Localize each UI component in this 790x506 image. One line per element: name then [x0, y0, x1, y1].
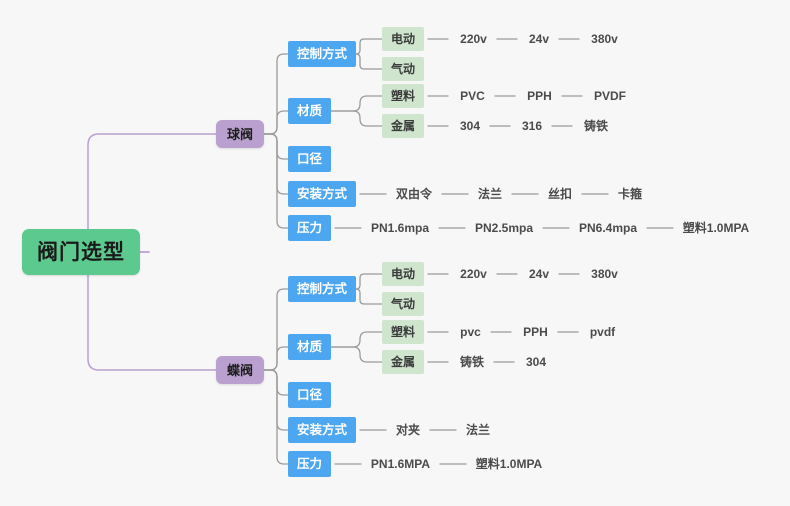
leaf-node[interactable]: pvc [460, 325, 481, 339]
leaf-node[interactable]: 380v [591, 267, 618, 281]
category-node-蝶阀-口径[interactable]: 口径 [288, 382, 331, 408]
leaf-node[interactable]: PPH [523, 325, 548, 339]
category-node-蝶阀-压力[interactable]: 压力 [288, 451, 331, 477]
leaf-node[interactable]: 380v [591, 32, 618, 46]
branch-node-球阀[interactable]: 球阀 [216, 120, 264, 148]
leaf-node[interactable]: PN1.6MPA [370, 457, 431, 471]
category-node-蝶阀-材质[interactable]: 材质 [288, 334, 331, 360]
leaf-node[interactable]: 法兰 [477, 187, 502, 201]
leaf-node[interactable]: 316 [521, 119, 543, 133]
leaf-node[interactable]: 双由令 [395, 187, 432, 201]
leaf-node[interactable]: PVC [460, 89, 485, 103]
subnode-气动[interactable]: 气动 [382, 57, 424, 81]
subnode-电动[interactable]: 电动 [382, 262, 424, 286]
leaf-node[interactable]: 铸铁 [583, 119, 608, 133]
leaf-node[interactable]: 塑料1.0MPA [682, 221, 750, 235]
subnode-金属[interactable]: 金属 [382, 114, 424, 138]
leaf-node[interactable]: 24v [528, 267, 550, 281]
leaf-node[interactable]: 220v [460, 32, 487, 46]
category-node-蝶阀-安装方式[interactable]: 安装方式 [288, 417, 356, 443]
subnode-塑料[interactable]: 塑料 [382, 320, 424, 344]
leaf-node[interactable]: 对夹 [395, 423, 420, 437]
leaf-node[interactable]: PN1.6mpa [370, 221, 430, 235]
category-node-球阀-安装方式[interactable]: 安装方式 [288, 181, 356, 207]
leaf-node[interactable]: 丝扣 [547, 187, 572, 201]
category-node-球阀-口径[interactable]: 口径 [288, 146, 331, 172]
leaf-node[interactable]: PN2.5mpa [474, 221, 534, 235]
subnode-塑料[interactable]: 塑料 [382, 84, 424, 108]
leaf-node[interactable]: 塑料1.0MPA [475, 457, 543, 471]
category-node-球阀-控制方式[interactable]: 控制方式 [288, 41, 356, 67]
leaf-node[interactable]: 卡箍 [617, 187, 642, 201]
leaf-node[interactable]: 304 [525, 355, 547, 369]
leaf-node[interactable]: 220v [460, 267, 487, 281]
leaf-node[interactable]: PVDF [593, 89, 626, 103]
category-node-球阀-压力[interactable]: 压力 [288, 215, 331, 241]
branch-node-蝶阀[interactable]: 蝶阀 [216, 356, 264, 384]
subnode-气动[interactable]: 气动 [382, 292, 424, 316]
category-node-球阀-材质[interactable]: 材质 [288, 98, 331, 124]
leaf-node[interactable]: 304 [459, 119, 481, 133]
subnode-电动[interactable]: 电动 [382, 27, 424, 51]
leaf-node[interactable]: 24v [528, 32, 550, 46]
leaf-node[interactable]: PPH [527, 89, 552, 103]
root-node[interactable]: 阀门选型 [22, 229, 140, 275]
leaf-node[interactable]: 铸铁 [459, 355, 484, 369]
leaf-node[interactable]: 法兰 [465, 423, 490, 437]
subnode-金属[interactable]: 金属 [382, 350, 424, 374]
category-node-蝶阀-控制方式[interactable]: 控制方式 [288, 276, 356, 302]
leaf-node[interactable]: pvdf [589, 325, 616, 339]
leaf-node[interactable]: PN6.4mpa [578, 221, 638, 235]
